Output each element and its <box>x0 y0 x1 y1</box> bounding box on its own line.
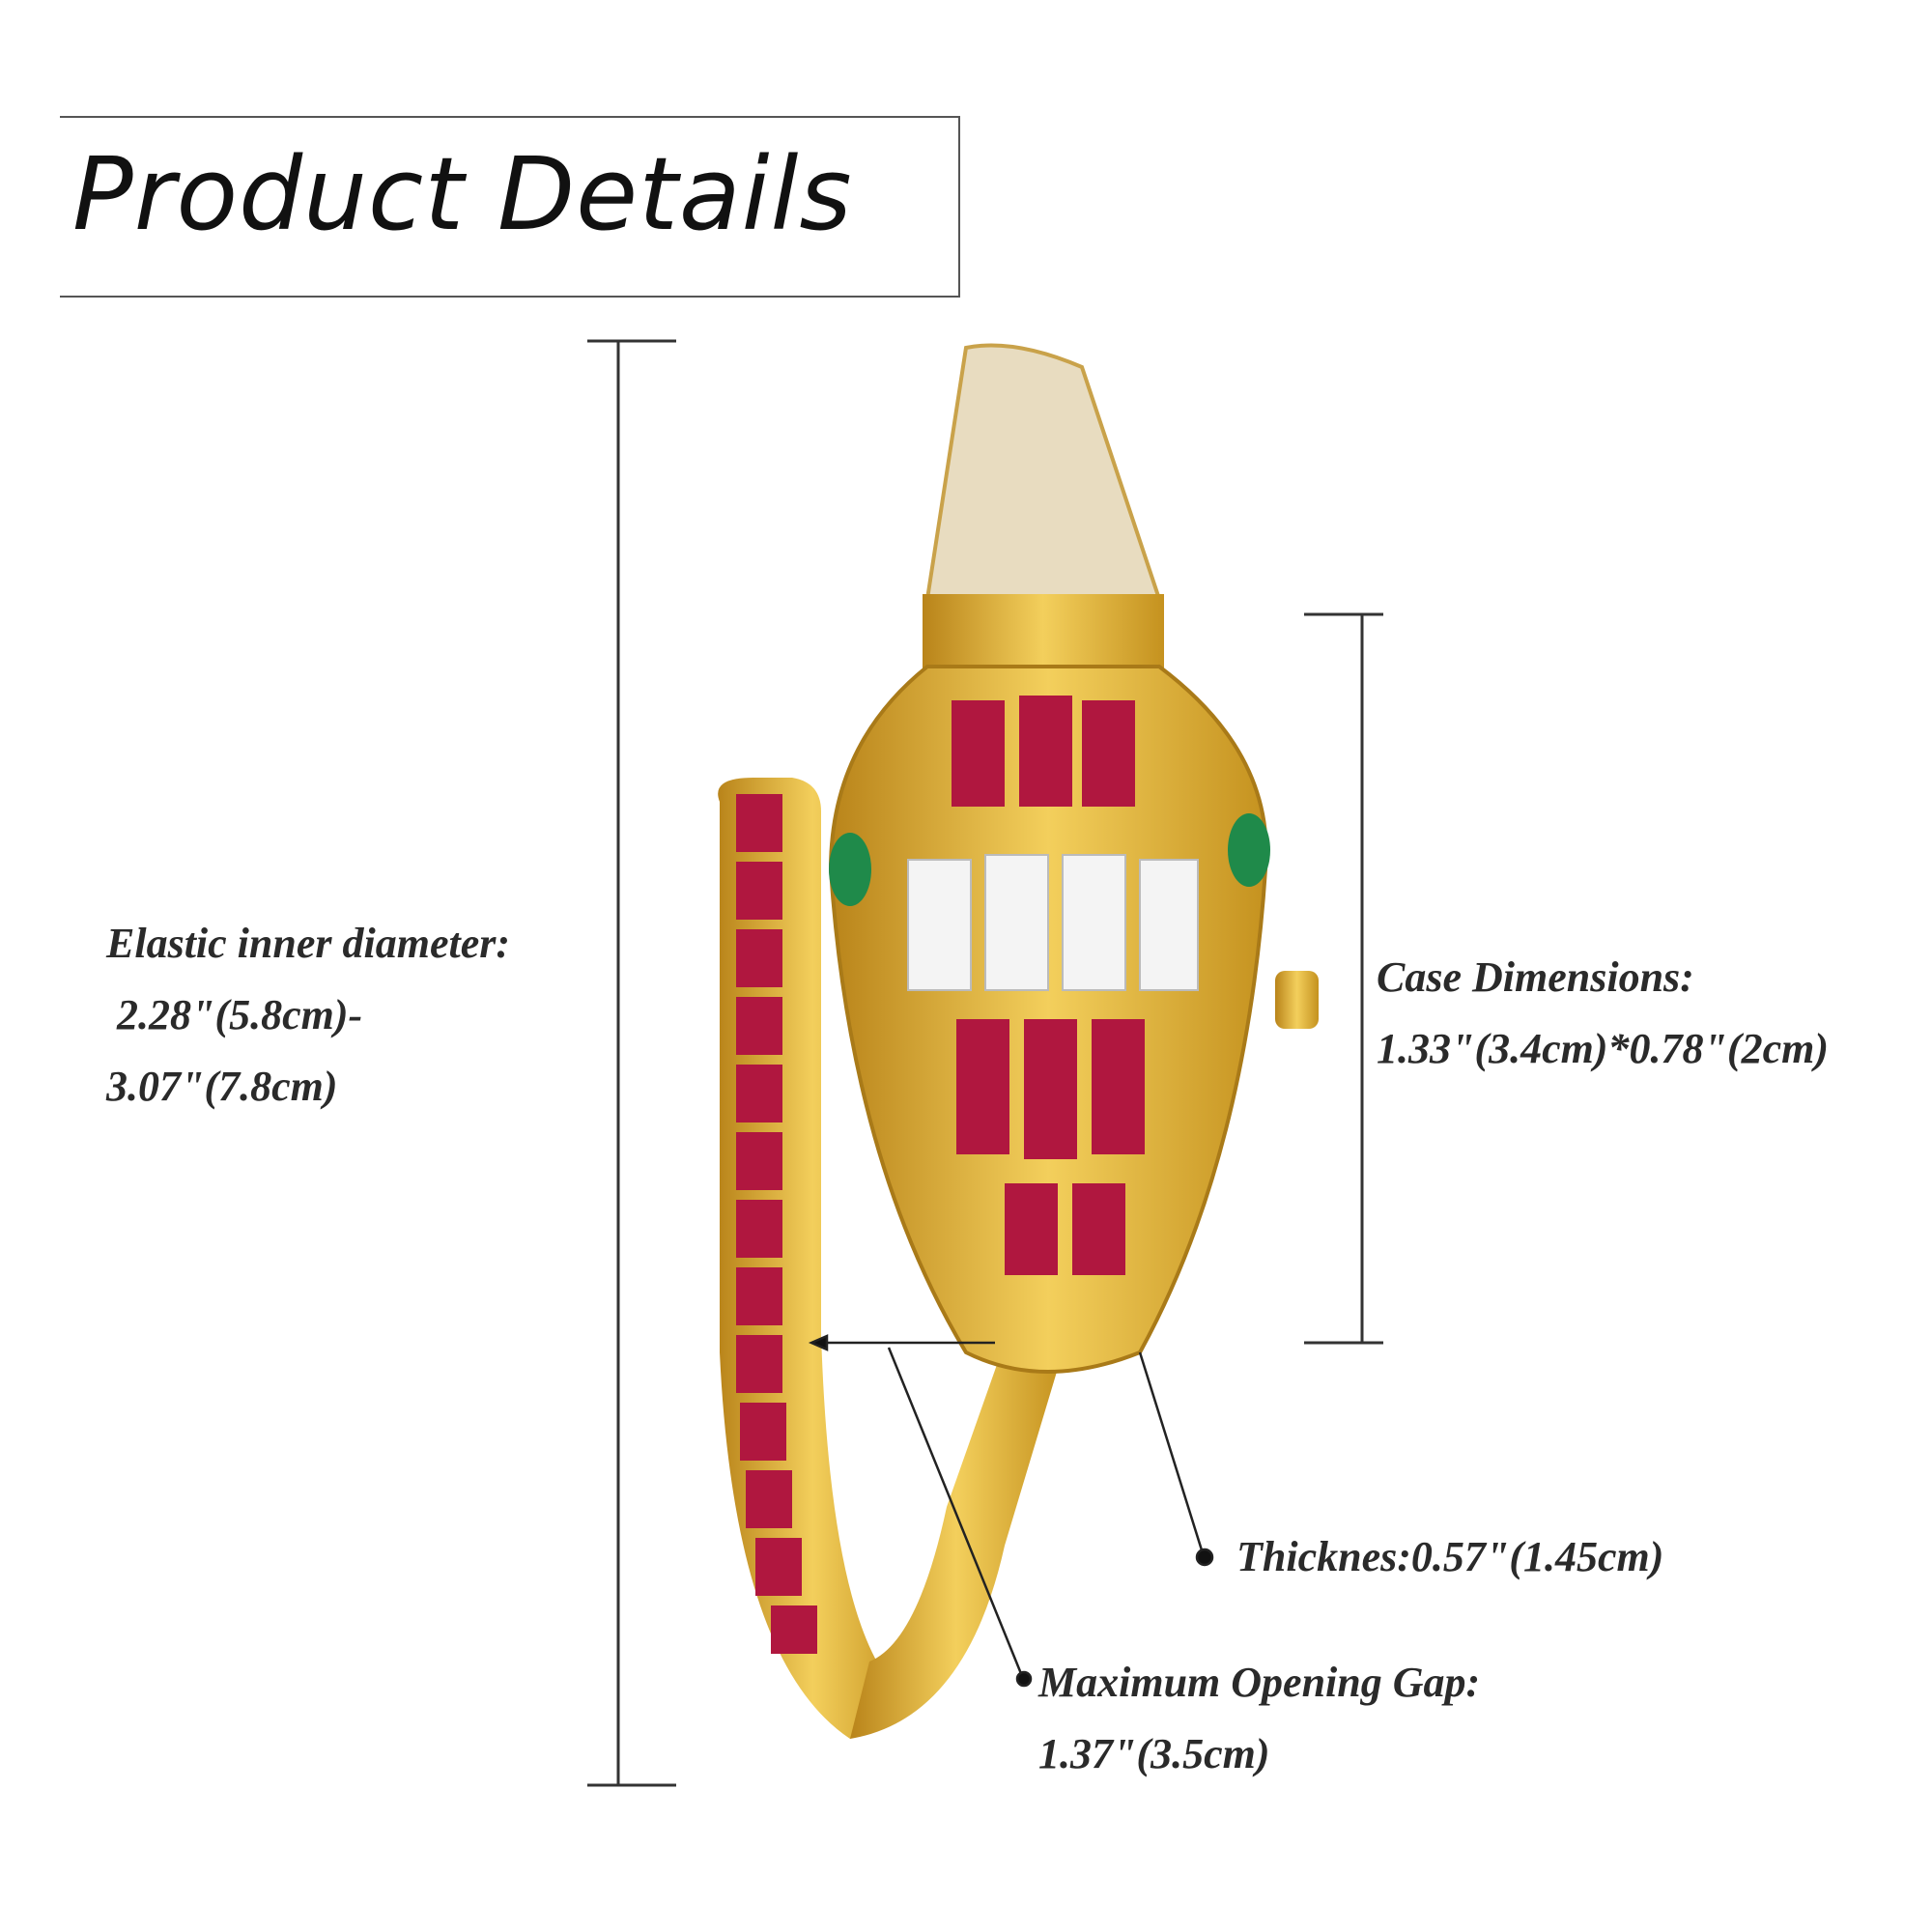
case-dimensions-label: Case Dimensions: <box>1377 953 1694 1001</box>
opening-gap-label: Maximum Opening Gap: <box>1038 1659 1481 1706</box>
inner-diameter-annotation: Elastic inner diameter: 2.28"(5.8cm)- 3.… <box>106 908 510 1122</box>
ruby-baguettes <box>952 696 1145 1275</box>
thickness-annotation: Thicknes:0.57"(1.45cm) <box>1236 1533 1664 1580</box>
case-dimensions-annotation: Case Dimensions: 1.33"(3.4cm)*0.78"(2cm) <box>1377 942 1829 1085</box>
case-dimensions-value: 1.33"(3.4cm)*0.78"(2cm) <box>1377 1025 1829 1072</box>
emerald-eye-right <box>1228 813 1270 887</box>
inner-diameter-label: Elastic inner diameter: <box>106 920 510 967</box>
diameter-dimension-line <box>587 339 676 1787</box>
crown <box>1275 971 1319 1029</box>
inner-diameter-max: 3.07"(7.8cm) <box>106 1063 338 1110</box>
page-title: Product Details <box>72 135 853 253</box>
strap-link <box>923 594 1164 671</box>
callout-lines <box>808 1334 1214 1688</box>
case-dimension-line <box>1304 612 1383 1345</box>
white-baguettes <box>907 854 1199 991</box>
title-frame <box>60 116 960 298</box>
inner-diameter-min: 2.28"(5.8cm)- <box>106 991 363 1038</box>
emerald-eye-left <box>829 833 871 906</box>
opening-gap-annotation: Maximum Opening Gap: 1.37"(3.5cm) <box>1038 1647 1480 1790</box>
ruby-stones <box>736 794 817 1654</box>
crystal-strap <box>924 343 1162 601</box>
gold-band <box>850 1343 1063 1739</box>
opening-gap-value: 1.37"(3.5cm) <box>1038 1730 1270 1777</box>
